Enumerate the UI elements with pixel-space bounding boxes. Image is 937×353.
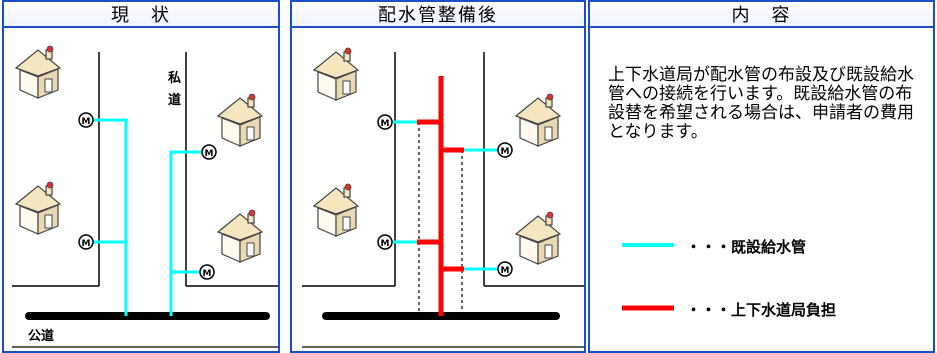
meter-icon: M — [377, 234, 393, 250]
svg-text:M: M — [381, 119, 390, 129]
house-icon — [217, 93, 263, 147]
svg-text:M: M — [82, 239, 91, 249]
header-after: 配水管整備後 — [292, 2, 584, 28]
meter-icon: M — [201, 144, 217, 160]
house-icon — [217, 209, 263, 263]
svg-text:M: M — [501, 147, 510, 157]
house-icon — [313, 183, 359, 237]
after-drawing: M M M M — [302, 47, 584, 348]
meter-icon: M — [78, 234, 94, 250]
panel-current: 現 状 M — [2, 0, 280, 353]
public-road-label: 公道 — [28, 329, 55, 344]
legend-swatches — [622, 243, 674, 311]
header-current: 現 状 — [4, 2, 278, 28]
svg-text:M: M — [381, 239, 390, 249]
current-drawing: M M M M — [12, 45, 278, 348]
house-icon — [313, 47, 359, 101]
house-icon — [515, 93, 561, 147]
house-icon — [515, 211, 561, 265]
legend-bureau-cost: ・・・上下水道局負担 — [686, 301, 837, 319]
svg-text:M: M — [203, 269, 212, 279]
meter-icon: M — [497, 142, 513, 158]
house-icon — [15, 45, 61, 99]
meter-icon: M — [78, 112, 94, 128]
house-icon — [15, 181, 61, 235]
panel-content: 内 容 上下水道局が配水管の布設及び既設給水管への接続を行います。既設給水管の布… — [588, 0, 935, 353]
description-text: 上下水道局が配水管の布設及び既設給水管への接続を行います。既設給水管の布設替を希… — [608, 65, 914, 142]
svg-text:M: M — [501, 266, 510, 276]
meter-icon: M — [497, 261, 513, 277]
legend-existing-pipe: ・・・既設給水管 — [686, 238, 807, 256]
header-content: 内 容 — [590, 2, 933, 28]
meter-icon: M — [377, 114, 393, 130]
panel-after: 配水管整備後 — [290, 0, 586, 353]
private-road-label: 私道 — [168, 71, 182, 108]
svg-text:M: M — [205, 149, 214, 159]
svg-text:M: M — [82, 117, 91, 127]
meter-icon: M — [199, 264, 215, 280]
